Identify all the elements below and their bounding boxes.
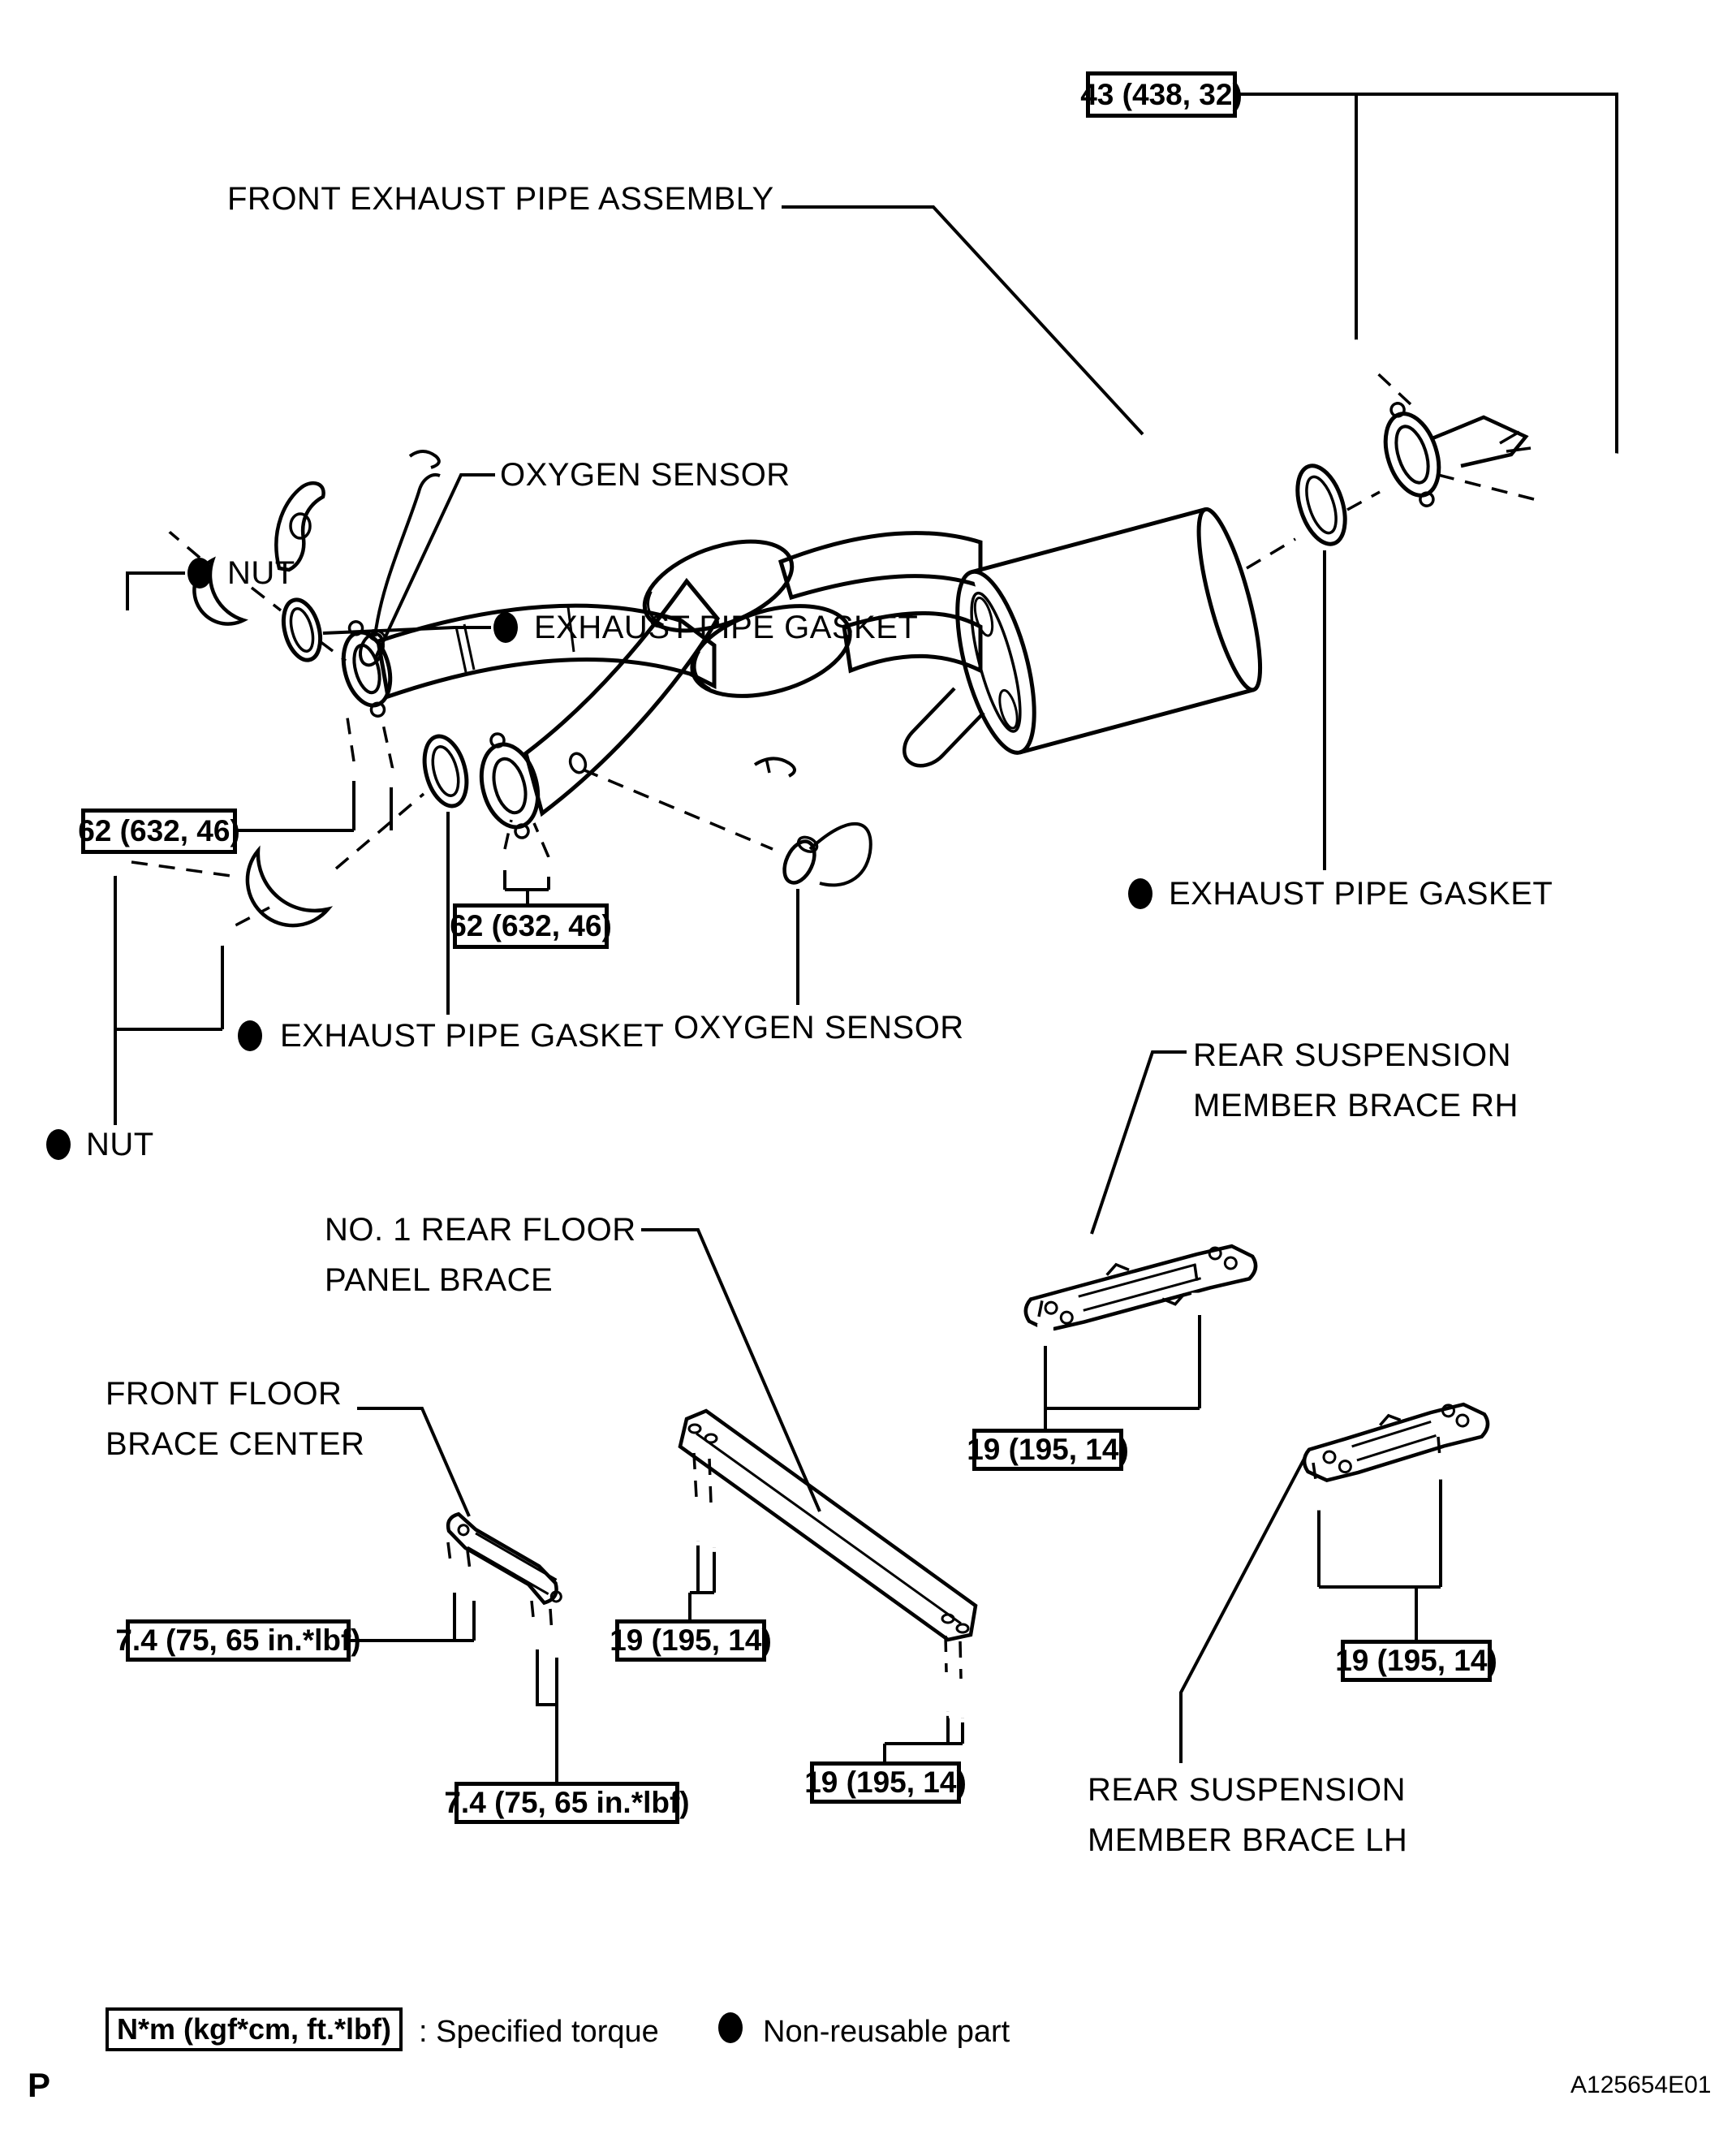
catalytic-converter-lower (690, 604, 852, 698)
torque-box-74-left: 7.4 (75, 65 in.*lbf) (115, 1619, 361, 1662)
figure-code: A125654E01 (1570, 2072, 1712, 2098)
torque-box-19-lh: 19 (195, 14) (1335, 1640, 1497, 1682)
rear-suspension-member-brace-rh-part (1023, 1244, 1258, 1333)
non-reusable-dot-nut-top (187, 558, 212, 589)
nut-lower-b (207, 916, 239, 949)
bolt-front-upper-2 (381, 748, 425, 787)
label-rear-susp-lh-line1: REAR SUSPENSION (1088, 1772, 1407, 1808)
hanger-bracket (274, 481, 325, 572)
exhaust-pipe-gasket-upper (281, 597, 323, 662)
oxygen-sensor-bottom-part (753, 757, 872, 887)
non-reusable-dot-gasket-ul (493, 612, 518, 643)
heat-shield-lower (245, 845, 334, 928)
label-nut-top: NUT (227, 555, 295, 591)
ffbc-bolt-1 (442, 1547, 467, 1593)
torque-box-43: 43 (438, 32) (1080, 71, 1243, 118)
label-rear-susp-rh-line1: REAR SUSPENSION (1193, 1037, 1512, 1073)
exhaust-pipe-gasket-rear (1295, 464, 1347, 546)
torque-box-62-lower: 62 (632, 46) (450, 903, 612, 949)
label-front-exhaust-pipe-assembly: FRONT EXHAUST PIPE ASSEMBLY (227, 181, 774, 217)
label-exhaust-pipe-gasket-right: EXHAUST PIPE GASKET (1169, 876, 1553, 912)
label-no1-rear-floor-line1: NO. 1 REAR FLOOR (325, 1212, 636, 1248)
muffler (903, 507, 1263, 768)
oxygen-sensor-top-part (358, 450, 441, 667)
label-rear-susp-rh-line2: MEMBER BRACE RH (1193, 1088, 1519, 1123)
non-reusable-dot-gasket-right (1128, 878, 1152, 909)
non-reusable-dot-gasket-ll (238, 1020, 262, 1051)
legend-non-reusable-dot (718, 2012, 743, 2043)
rear-bolt-spring-1 (1277, 339, 1368, 413)
page-marker: P (28, 2066, 51, 2104)
label-rear-susp-lh-line2: MEMBER BRACE LH (1088, 1822, 1408, 1858)
ffbc-bolt-4 (544, 1612, 570, 1658)
torque-box-62-upper: 62 (632, 46) (78, 808, 240, 854)
lh-bolt-1 (1304, 1460, 1333, 1511)
torque-box-74-center: 7.4 (75, 65 in.*lbf) (444, 1782, 690, 1824)
ffbc-bolt-3 (524, 1604, 550, 1649)
label-nut-bottom: NUT (86, 1127, 154, 1162)
legend-non-reusable: Non-reusable part (763, 2015, 1010, 2049)
nut-upper (141, 507, 175, 540)
label-exhaust-pipe-gasket-lower-left: EXHAUST PIPE GASKET (280, 1018, 665, 1054)
torque-box-19-no1-right: 19 (195, 14) (804, 1761, 967, 1804)
label-front-floor-brace-line2: BRACE CENTER (106, 1426, 365, 1462)
leader-lines (114, 93, 1618, 1782)
legend-specified-torque: : Specified torque (419, 2015, 659, 2049)
label-exhaust-pipe-gasket-upper-left: EXHAUST PIPE GASKET (534, 610, 919, 645)
exhaust-pipe-gasket-lower (422, 734, 469, 808)
bolt-front-lower-2 (539, 838, 583, 877)
ffbc-bolt-2 (461, 1555, 487, 1601)
label-front-floor-brace-line1: FRONT FLOOR (106, 1376, 343, 1412)
front-pipe-lower (523, 577, 721, 817)
legend-torque-unit-box: N*m (kgf*cm, ft.*lbf) (106, 2007, 403, 2051)
rear-flange-bracket (1383, 402, 1532, 507)
label-oxygen-sensor-bottom: OXYGEN SENSOR (674, 1010, 964, 1046)
front-pipe-upper (376, 603, 717, 700)
front-floor-brace-center-part (446, 1511, 562, 1606)
no1-rear-floor-panel-brace-part (678, 1408, 978, 1642)
rear-suspension-member-brace-lh-part (1302, 1402, 1490, 1482)
torque-box-19-rh: 19 (195, 14) (967, 1429, 1129, 1471)
label-oxygen-sensor-top: OXYGEN SENSOR (500, 457, 791, 493)
non-reusable-dot-nut-bottom (46, 1129, 71, 1160)
torque-box-19-no1-left: 19 (195, 14) (610, 1619, 772, 1662)
label-no1-rear-floor-line2: PANEL BRACE (325, 1262, 554, 1298)
rear-bolt-spring-2 (1537, 453, 1626, 528)
front-flange-lower (479, 732, 541, 839)
